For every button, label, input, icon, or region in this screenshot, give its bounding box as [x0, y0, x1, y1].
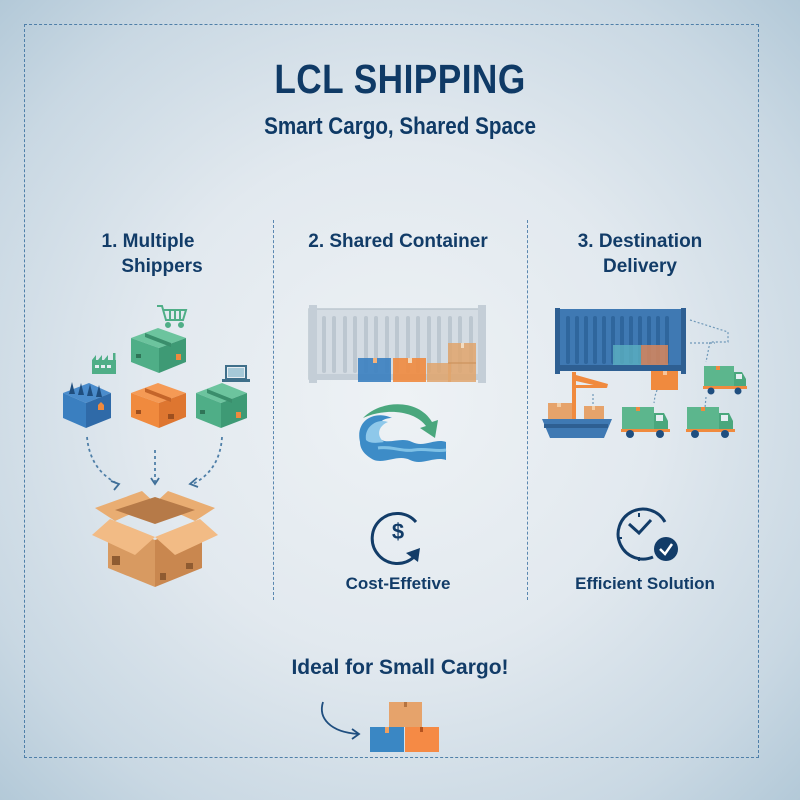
page-title: LCL SHIPPING: [274, 56, 526, 102]
wave-icon: [359, 415, 447, 462]
box-icon: [131, 328, 186, 373]
tagline: Ideal for Small Cargo!: [291, 656, 509, 679]
crane-icon: [572, 372, 608, 428]
box-icon: [131, 383, 186, 428]
shipping-container-icon: [308, 305, 486, 383]
dollar-sign: $: [392, 519, 404, 544]
page-subtitle: Smart Cargo, Shared Space: [264, 113, 536, 140]
dashed-frame: [24, 24, 759, 758]
step-2-heading: 2. Shared Container: [308, 231, 488, 252]
clock-check-icon: [616, 507, 678, 561]
step-1-heading-line1: 1. Multiple: [101, 231, 195, 252]
delivery-truck-icon: [621, 407, 670, 438]
cost-effective-label: Cost-Effetive: [345, 574, 451, 593]
box-icon: [651, 371, 678, 390]
step-1-heading-line2: Shippers: [121, 256, 203, 277]
efficient-solution-label: Efficient Solution: [575, 574, 715, 593]
box-icon: [196, 383, 247, 428]
factory-box-icon: [63, 382, 111, 428]
delivery-truck-icon: [703, 366, 747, 395]
curved-arrow-icon: [321, 701, 361, 740]
step-3-heading-line2: Delivery: [603, 256, 677, 277]
merge-arrows: [86, 436, 223, 485]
dollar-cycle-icon: [370, 512, 420, 565]
shopping-cart-icon: [157, 305, 188, 328]
column-divider: [273, 220, 274, 600]
factory-icon: [92, 353, 116, 374]
laptop-icon: [222, 365, 250, 382]
delivery-truck-icon: [686, 407, 735, 438]
stacked-boxes-icon: [370, 702, 439, 752]
step-3-heading: 3. Destination Delivery: [540, 229, 740, 279]
column-divider: [527, 220, 528, 600]
open-box-icon: [92, 491, 218, 587]
step-3-heading-line1: 3. Destination: [577, 231, 703, 252]
step-1-heading: 1. Multiple Shippers: [60, 229, 240, 279]
arrow-icon: [363, 404, 438, 438]
shipping-container-icon: [555, 308, 686, 374]
ship-icon: [542, 403, 612, 438]
